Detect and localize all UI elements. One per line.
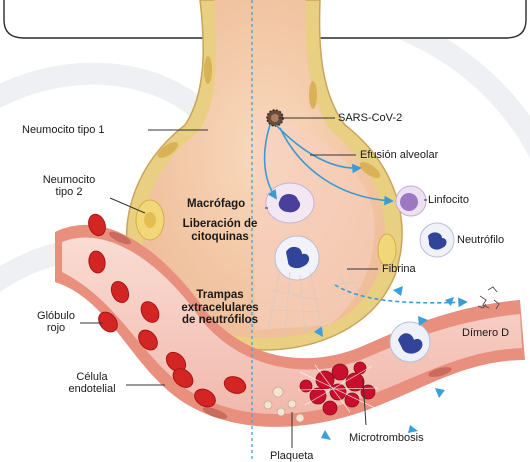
neutrophil xyxy=(420,223,454,257)
label-line: tipo 2 xyxy=(28,186,110,198)
pneumocyte-1-nucleus xyxy=(309,81,317,109)
label-line: endotelial xyxy=(56,383,128,395)
macrophage xyxy=(266,183,314,223)
label-line: extracelulares xyxy=(170,302,270,315)
label-celula-endotelial: Célula endotelial xyxy=(56,371,128,395)
label-linfocito: Linfocito xyxy=(428,194,469,206)
label-line: citoquinas xyxy=(175,231,265,244)
label-liberacion-citoquinas: Liberación de citoquinas xyxy=(175,218,265,243)
label-dimero-d: Dímero D xyxy=(462,327,509,339)
pneumocyte-2-nucleus xyxy=(144,212,156,228)
label-macrofago: Macrófago xyxy=(187,198,245,211)
label-neumocito-tipo-2: Neumocito tipo 2 xyxy=(28,174,110,198)
label-efusion-alveolar: Efusión alveolar xyxy=(360,149,438,161)
label-fibrina: Fibrina xyxy=(382,263,416,275)
alveolar-neutrophil xyxy=(275,236,319,280)
label-neutrofilo: Neutrófilo xyxy=(457,234,504,246)
pneumocyte-2-cell xyxy=(378,234,396,266)
label-line: Neumocito xyxy=(28,174,110,186)
label-globulo-rojo: Glóbulo rojo xyxy=(28,310,84,334)
lymphocyte xyxy=(396,186,426,216)
label-microtrombosis: Microtrombosis xyxy=(349,432,424,444)
label-line: Trampas xyxy=(170,289,270,302)
pneumocyte-1-nucleus xyxy=(204,56,212,84)
label-neumocito-tipo-1: Neumocito tipo 1 xyxy=(22,124,105,136)
vessel-neutrophil xyxy=(390,322,430,362)
label-line: Célula xyxy=(56,371,128,383)
label-sars-cov-2: SARS-CoV-2 xyxy=(338,112,402,124)
label-trampas-extracelulares: Trampas extracelulares de neutrófilos xyxy=(170,289,270,327)
label-line: Liberación de xyxy=(175,218,265,231)
label-line: rojo xyxy=(28,322,84,334)
label-plaqueta: Plaqueta xyxy=(270,450,313,462)
label-line: de neutrófilos xyxy=(170,314,270,327)
label-line: Glóbulo xyxy=(28,310,84,322)
